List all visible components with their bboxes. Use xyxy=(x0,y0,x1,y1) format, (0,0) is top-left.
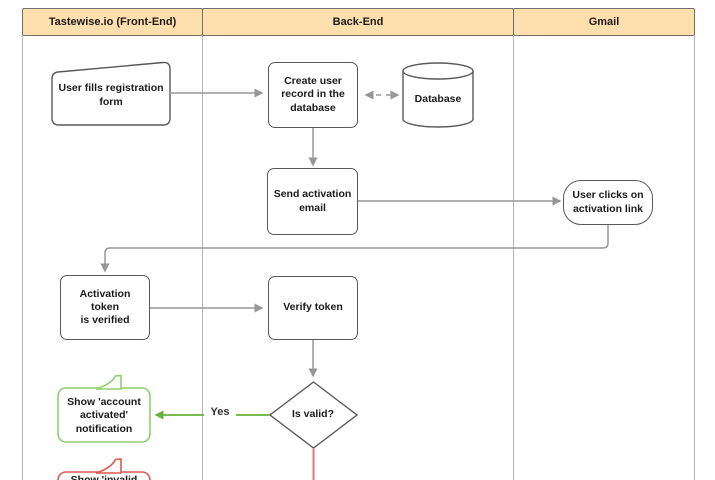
node-send-activation-email-label: Send activation email xyxy=(273,188,352,214)
pool-right-border xyxy=(694,36,695,480)
database-cylinder-top xyxy=(402,62,474,80)
node-verify-token-label: Verify token xyxy=(283,301,343,314)
node-activation-token-verified-label: Activation token is verified xyxy=(79,287,131,327)
node-user-clicks-activation-link: User clicks on activation link xyxy=(563,180,653,225)
node-create-user-record-label: Create user record in the database xyxy=(281,75,345,114)
manual-input-shape xyxy=(51,61,171,126)
edge-label-yes: Yes xyxy=(204,406,236,418)
node-create-user-record: Create user record in the database xyxy=(268,62,358,128)
node-send-activation-email: Send activation email xyxy=(267,168,358,235)
database-cylinder-body xyxy=(402,71,474,128)
red-callout-tail xyxy=(95,458,122,474)
pool-left-border xyxy=(22,36,23,480)
node-user-clicks-activation-link-label: User clicks on activation link xyxy=(572,189,644,215)
lane-header-gmail-label: Gmail xyxy=(588,16,620,28)
lane-header-frontend-label: Tastewise.io (Front-End) xyxy=(48,16,177,28)
lane-header-gmail: Gmail xyxy=(513,8,695,36)
decision-diamond xyxy=(268,381,359,449)
lane-header-frontend: Tastewise.io (Front-End) xyxy=(22,8,203,36)
lane-header-backend-label: Back-End xyxy=(332,16,384,28)
lane-header-backend: Back-End xyxy=(202,8,514,36)
lane-divider-2 xyxy=(513,36,514,480)
lane-divider-1 xyxy=(202,36,203,480)
green-callout-tail xyxy=(95,374,122,390)
node-activation-token-verified: Activation token is verified xyxy=(60,275,150,340)
edge-clicks-to-token xyxy=(100,224,609,273)
node-verify-token: Verify token xyxy=(268,276,358,340)
green-callout-shape xyxy=(57,387,151,443)
